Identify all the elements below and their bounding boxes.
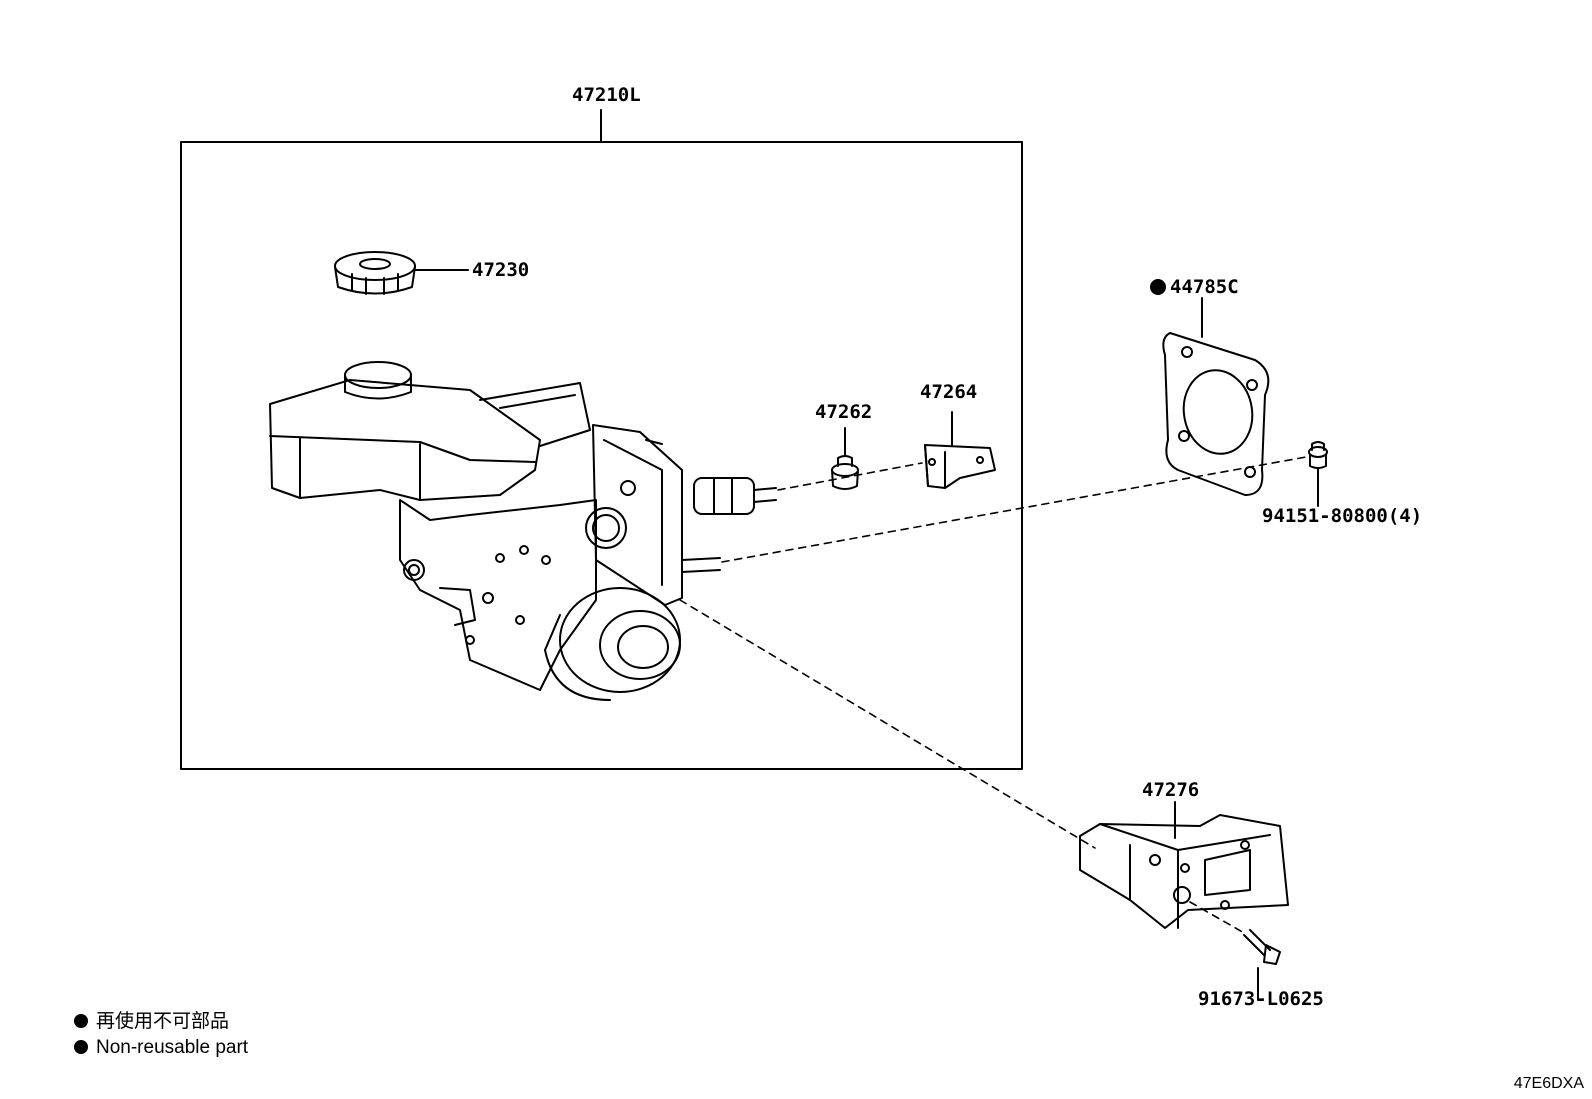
dashed-line-bolt: [1189, 901, 1247, 935]
label-44785C: 44785C: [1170, 276, 1239, 298]
legend-japanese: 再使用不可部品: [74, 1011, 229, 1033]
master-cylinder-assembly-drawing: [269, 361, 777, 701]
large-bracket-drawing: [1079, 814, 1289, 929]
label-47262: 47262: [815, 401, 873, 423]
dashed-line-gasket: [721, 456, 1307, 563]
label-47230: 47230: [472, 259, 530, 281]
non-reusable-marker-icon: [1150, 279, 1166, 295]
legend-japanese-text: 再使用不可部品: [96, 1011, 230, 1032]
label-47210L: 47210L: [572, 84, 641, 106]
nut-drawing: [1308, 441, 1328, 469]
dashed-line-upper: [777, 462, 923, 491]
legend-english-text: Non-reusable part: [96, 1037, 249, 1058]
label-94151-80800: 94151-80800(4): [1262, 505, 1423, 527]
assembly-frame: [180, 141, 1023, 770]
diagram-code: 47E6DXA: [1513, 1075, 1584, 1092]
legend-english: Non-reusable part: [74, 1037, 248, 1059]
label-91673-L0625: 91673-L0625: [1198, 988, 1324, 1010]
label-47276: 47276: [1142, 779, 1200, 801]
gasket-drawing: [1162, 332, 1270, 496]
bullet-icon: [74, 1040, 88, 1054]
dashed-line-bracket: [679, 599, 1096, 849]
label-47264: 47264: [920, 381, 978, 403]
reservoir-cap-drawing: [334, 251, 416, 295]
bullet-icon: [74, 1014, 88, 1028]
bolt-drawing: [1243, 929, 1281, 965]
grommet-drawing: [831, 455, 859, 490]
small-bracket-drawing: [924, 444, 996, 489]
